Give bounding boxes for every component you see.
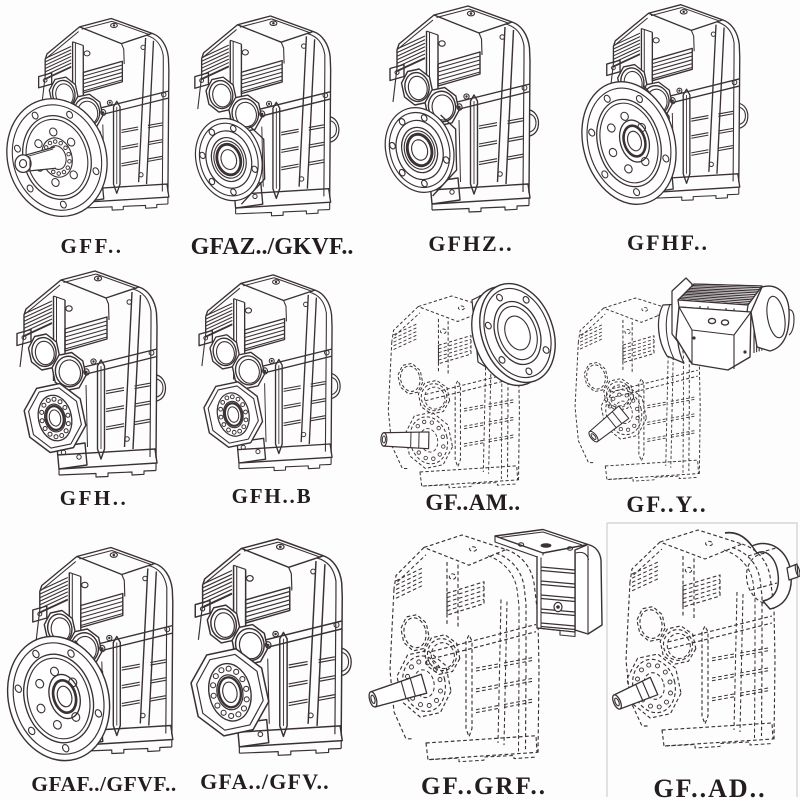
- svg-text:GF..GRF..: GF..GRF..: [421, 773, 547, 800]
- svg-text:GFA../GFV..: GFA../GFV..: [200, 769, 330, 794]
- svg-text:GFHZ..: GFHZ..: [428, 231, 513, 256]
- svg-text:GFAF../GFVF..: GFAF../GFVF..: [31, 772, 176, 796]
- svg-text:GF..AD..: GF..AD..: [653, 774, 766, 800]
- svg-text:GFHF..: GFHF..: [627, 230, 709, 255]
- svg-text:GF..Y..: GF..Y..: [626, 492, 707, 517]
- svg-text:GFF..: GFF..: [60, 234, 123, 258]
- svg-text:GF..AM..: GF..AM..: [425, 490, 520, 515]
- svg-text:GFH..: GFH..: [60, 486, 129, 510]
- svg-text:GFH..B: GFH..B: [232, 484, 313, 508]
- svg-text:GFAZ../GKVF..: GFAZ../GKVF..: [191, 234, 354, 260]
